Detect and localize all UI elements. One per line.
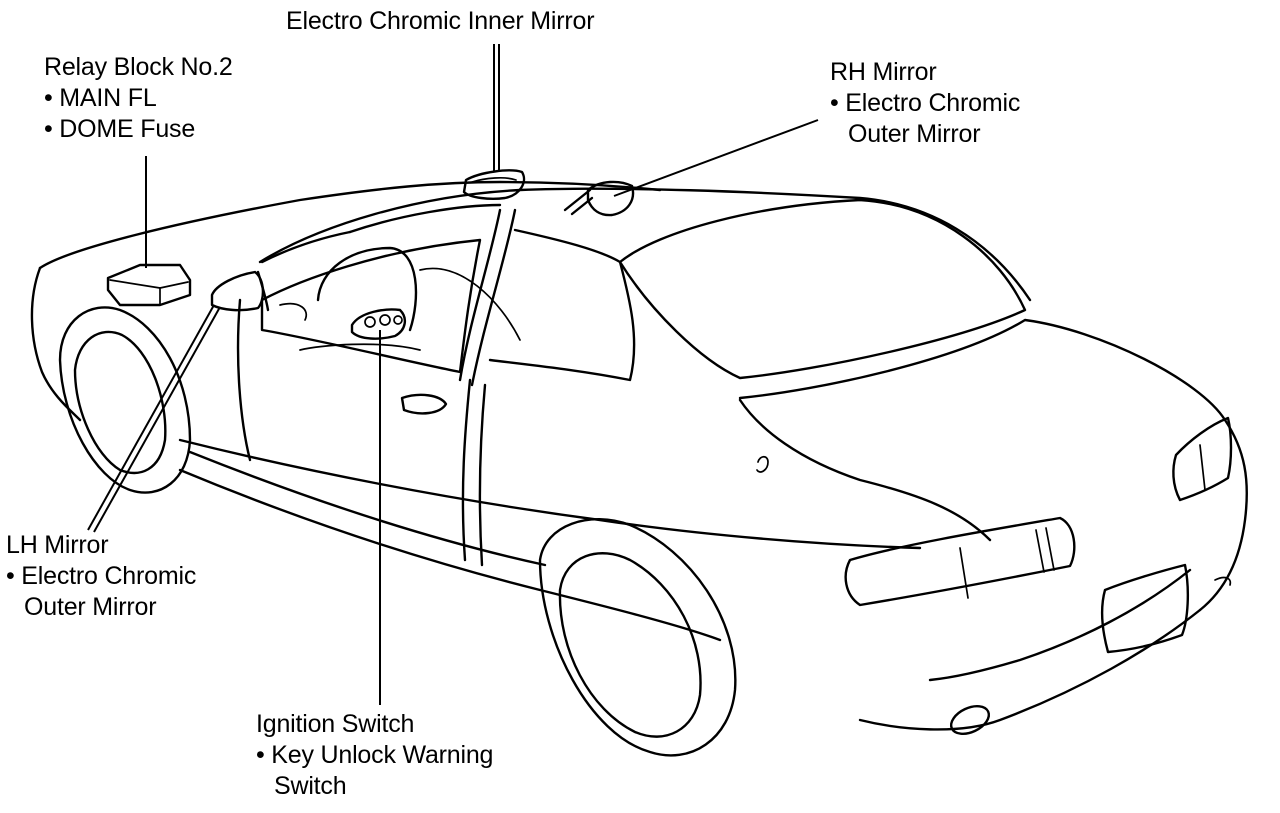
ignition-switch-item-key-unlock: • Key Unlock Warning xyxy=(256,741,494,769)
inner-mirror-shape xyxy=(462,169,526,200)
lh-mirror-item-outer-mirror: Outer Mirror xyxy=(24,593,157,621)
inner-mirror-label: Electro Chromic Inner Mirror xyxy=(286,6,595,37)
rear-wheel xyxy=(538,518,737,757)
rh-mirror-leader xyxy=(613,119,819,197)
rh-mirror-shape xyxy=(563,180,635,217)
front-wheel xyxy=(58,306,192,494)
lh-mirror-item-electro-chromic: • Electro Chromic xyxy=(6,562,197,590)
rh-mirror-label: RH Mirror • Electro Chromic Outer Mirror xyxy=(830,57,1020,150)
lh-mirror-leader xyxy=(87,304,215,531)
ignition-switch-label: Ignition Switch • Key Unlock Warning Swi… xyxy=(256,709,493,802)
rh-mirror-title: RH Mirror xyxy=(830,58,937,86)
lh-mirror-shape xyxy=(210,270,270,312)
relay-block-title: Relay Block No.2 xyxy=(44,53,233,81)
relay-block-shape xyxy=(106,263,192,307)
relay-block-label: Relay Block No.2 • MAIN FL • DOME Fuse xyxy=(44,52,233,145)
ignition-switch-item-switch: Switch xyxy=(274,772,347,800)
relay-block-item-main-fl: • MAIN FL xyxy=(44,84,157,112)
lh-mirror-label: LH Mirror • Electro Chromic Outer Mirror xyxy=(6,530,196,623)
lh-mirror-leader-2 xyxy=(93,306,221,533)
rh-mirror-item-electro-chromic: • Electro Chromic xyxy=(830,89,1021,117)
relay-block-item-dome-fuse: • DOME Fuse xyxy=(44,115,196,143)
car-body xyxy=(30,180,1248,735)
rh-mirror-item-outer-mirror: Outer Mirror xyxy=(848,120,981,148)
ignition-switch-title: Ignition Switch xyxy=(256,710,415,738)
lh-mirror-title: LH Mirror xyxy=(6,531,109,559)
leader-lines xyxy=(87,44,819,705)
inner-mirror-title: Electro Chromic Inner Mirror xyxy=(286,7,595,35)
